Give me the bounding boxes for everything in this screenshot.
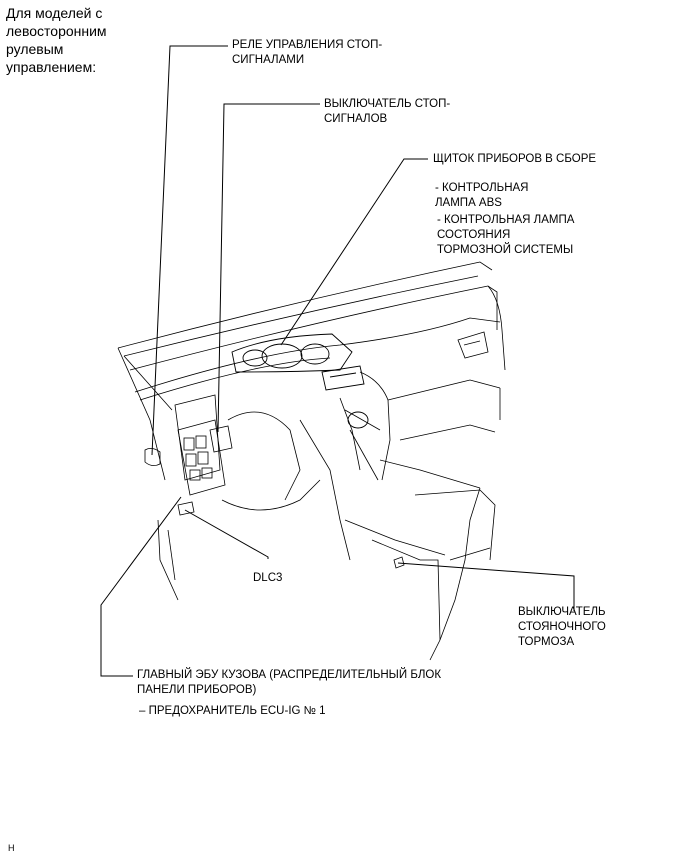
leader-parking-brake (397, 562, 575, 611)
label-stop-switch: ВЫКЛЮЧАТЕЛЬ СТОП- СИГНАЛОВ (324, 97, 450, 127)
label-stop-relay-line-1: РЕЛЕ УПРАВЛЕНИЯ СТОП- (232, 39, 383, 51)
label-parking-brake-switch: ВЫКЛЮЧАТЕЛЬ СТОЯНОЧНОГО ТОРМОЗА (518, 605, 606, 650)
dashboard-outline (117, 261, 506, 661)
header-line-1: Для моделей с (6, 5, 103, 21)
label-parking-brake-line-3: ТОРМОЗА (518, 636, 575, 648)
label-stop-switch-line-1: ВЫКЛЮЧАТЕЛЬ СТОП- (324, 98, 451, 110)
label-abs-lamp-line-2: ЛАМПА ABS (435, 197, 502, 209)
leader-stop-switch (217, 103, 320, 433)
label-combination-meter: ЩИТОК ПРИБОРОВ В СБОРЕ (433, 153, 597, 165)
label-fuse: – ПРЕДОХРАНИТЕЛЬ ECU-IG № 1 (139, 705, 326, 717)
label-main-body-ecu-line-2: ПАНЕЛИ ПРИБОРОВ) (137, 684, 257, 696)
label-abs-lamp-line-1: - КОНТРОЛЬНАЯ (435, 182, 529, 194)
leader-meter (280, 158, 428, 346)
header-line-2: левосторонним (6, 23, 107, 39)
header-line-4: управлением: (6, 59, 97, 75)
label-parking-brake-line-1: ВЫКЛЮЧАТЕЛЬ (518, 606, 606, 618)
header-line-3: рулевым (6, 41, 64, 57)
label-abs-lamp: - КОНТРОЛЬНАЯ ЛАМПА ABS (435, 181, 528, 211)
leader-lines (100, 45, 575, 677)
label-main-body-ecu-line-1: ГЛАВНЫЙ ЭБУ КУЗОВА (РАСПРЕДЕЛИТЕЛЬНЫЙ БЛ… (137, 669, 442, 681)
header-note: Для моделей с левосторонним рулевым упра… (6, 4, 107, 76)
combination-meter-drawing (231, 333, 369, 429)
label-main-body-ecu: ГЛАВНЫЙ ЭБУ КУЗОВА (РАСПРЕДЕЛИТЕЛЬНЫЙ БЛ… (137, 668, 441, 698)
label-brake-lamp-line-3: ТОРМОЗНОЙ СИСТЕМЫ (437, 244, 574, 256)
label-stop-relay-line-2: СИГНАЛАМИ (232, 54, 305, 66)
label-brake-lamp: - КОНТРОЛЬНАЯ ЛАМПА СОСТОЯНИЯ ТОРМОЗНОЙ … (437, 213, 574, 258)
leader-main-ecu (100, 496, 182, 677)
label-brake-lamp-line-2: СОСТОЯНИЯ (437, 229, 511, 241)
label-parking-brake-line-2: СТОЯНОЧНОГО (518, 621, 606, 633)
label-brake-lamp-line-1: - КОНТРОЛЬНАЯ ЛАМПА (437, 214, 575, 226)
leader-stop-relay (151, 45, 228, 456)
leader-dlc3 (184, 509, 269, 559)
relay-block-drawing (144, 419, 405, 569)
label-stop-switch-line-2: СИГНАЛОВ (324, 113, 388, 125)
label-dlc3: DLC3 (253, 572, 283, 584)
label-stop-relay: РЕЛЕ УПРАВЛЕНИЯ СТОП- СИГНАЛАМИ (232, 38, 382, 68)
footer-mark: H (8, 843, 15, 853)
